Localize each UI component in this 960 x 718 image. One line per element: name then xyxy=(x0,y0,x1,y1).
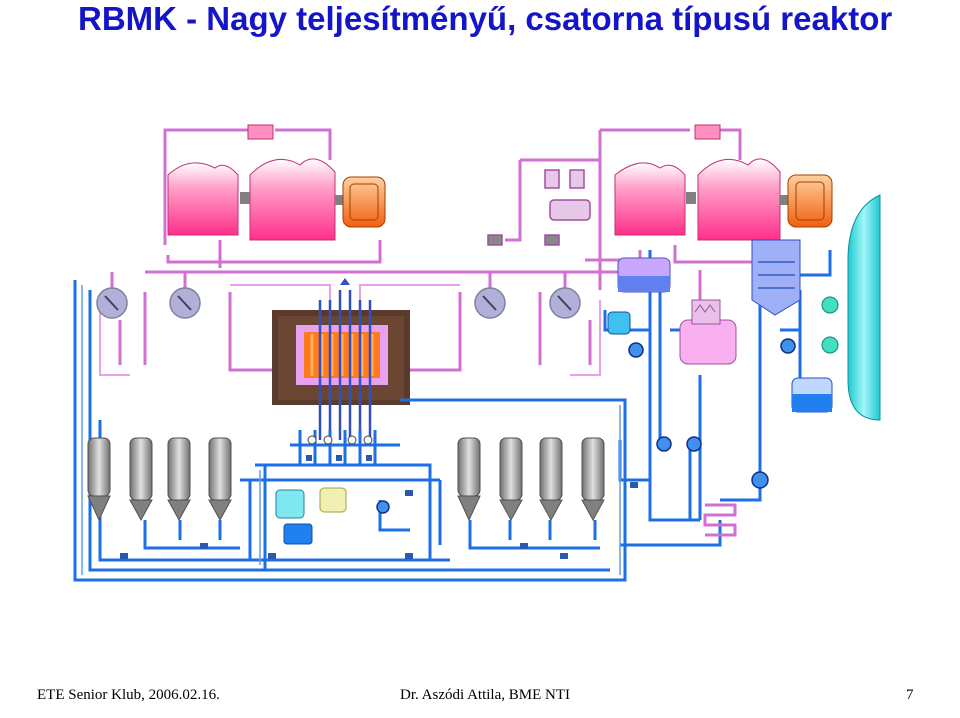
right-turbine-set xyxy=(614,124,833,241)
valves xyxy=(120,455,638,559)
page-number: 7 xyxy=(906,687,914,703)
steam-lines-inner xyxy=(99,284,601,376)
water-lines-thin xyxy=(81,285,621,575)
steam-valves xyxy=(487,169,591,246)
main-circulation-pumps xyxy=(87,437,605,522)
steam-separator-drums xyxy=(96,287,581,319)
footer-event: ETE Senior Klub, 2006.02.16. xyxy=(37,687,220,703)
cleanup-system xyxy=(275,487,347,545)
gauges xyxy=(307,435,373,445)
left-turbine-set xyxy=(167,124,386,241)
condenser xyxy=(751,194,881,421)
footer-author: Dr. Aszódi Attila, BME NTI xyxy=(400,687,570,703)
deaerator-and-tanks xyxy=(607,257,833,537)
feed-pumps xyxy=(376,338,796,514)
reactor xyxy=(272,278,410,440)
slide-title: RBMK - Nagy teljesítményű, csatorna típu… xyxy=(78,0,893,37)
